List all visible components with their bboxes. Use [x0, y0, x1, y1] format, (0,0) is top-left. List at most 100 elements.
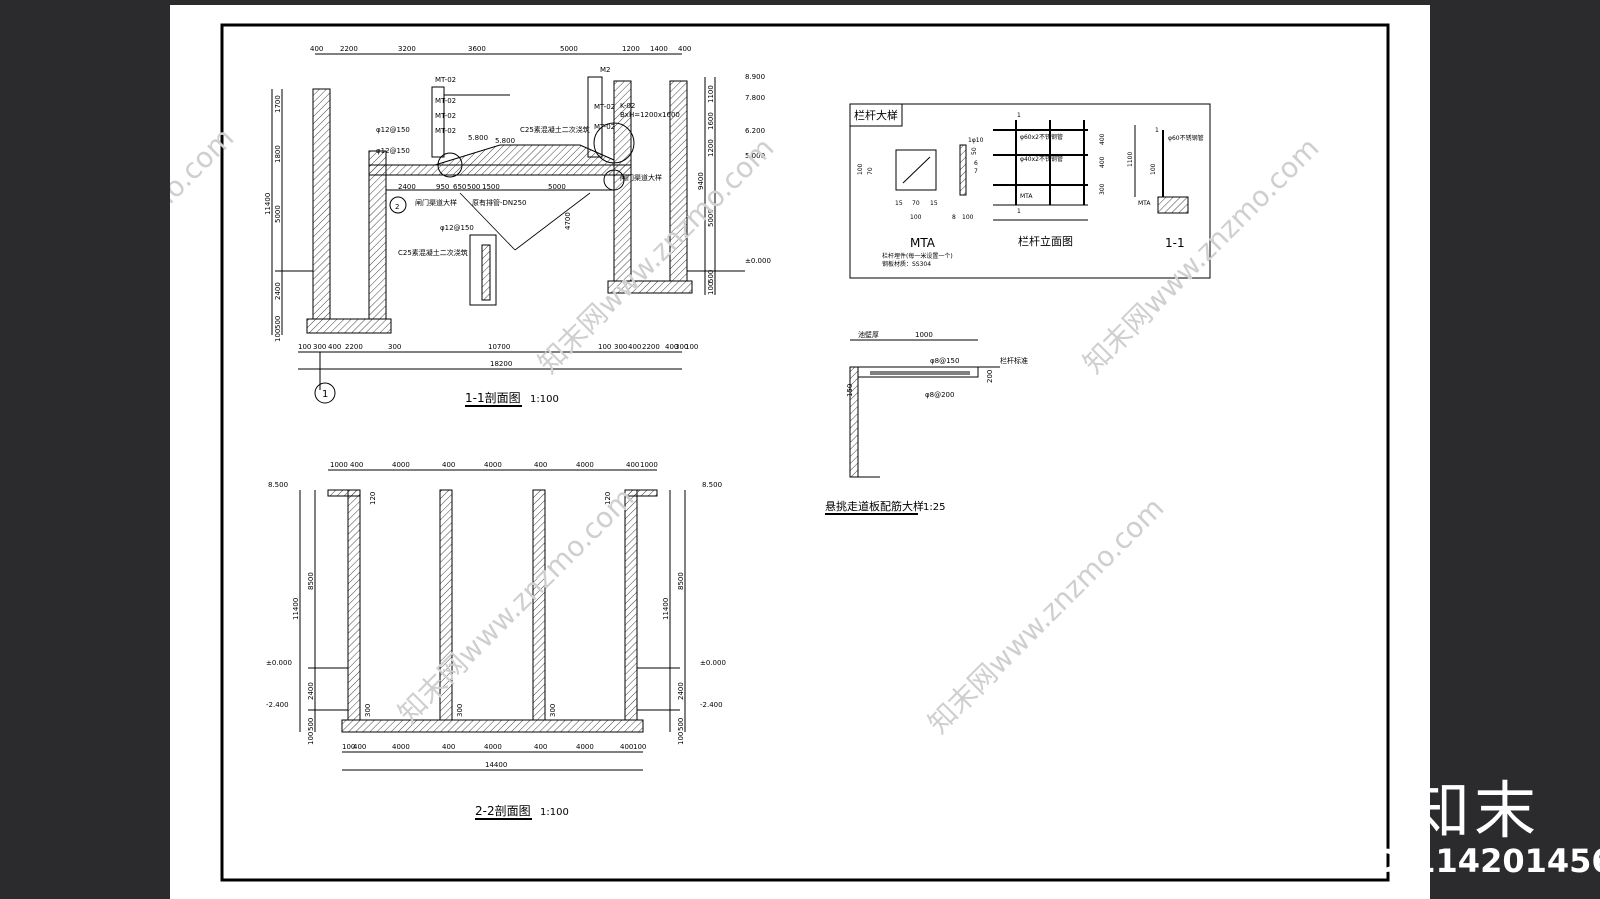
s11-left-vdim: 2400: [274, 282, 282, 300]
s22-note: 120: [369, 492, 377, 505]
s11-bottom-dim: 2200: [642, 343, 660, 351]
s22-note: 300: [364, 704, 372, 717]
railing-elev-note: MTA: [1138, 200, 1151, 207]
s22-elevation: 8.500: [702, 481, 722, 489]
railing-sec-label: 1-1: [1165, 236, 1185, 250]
s11-right-vdim: 1600: [707, 112, 715, 130]
left-base: [306, 318, 392, 334]
s11-note: MT-02: [435, 127, 456, 135]
s11-note: BxH=1200x1600: [620, 111, 680, 119]
s22-top-dim: 1000: [330, 461, 348, 469]
s11-inner-dim: 4700: [564, 212, 572, 230]
s22-bottom-dim: 400: [353, 743, 366, 751]
s22-top-dim: 4000: [576, 461, 594, 469]
s11-bottom-dim: 300: [675, 343, 688, 351]
watermark-brand: 知末: [1408, 774, 1541, 847]
s11-note: φ12@150: [376, 126, 410, 134]
s11-note: K-02: [620, 102, 635, 110]
cantilever-note: φ8@150: [930, 357, 959, 365]
s11-bottom-dim: 400: [665, 343, 678, 351]
s11-note: 5.800: [495, 137, 515, 145]
s22-top-dim: 400: [626, 461, 639, 469]
cantilever-dim: 1000: [915, 331, 933, 339]
s11-note: φ12@150: [440, 224, 474, 232]
railing-mta-note: 钢板材质：SS304: [882, 260, 931, 268]
s22-total-dim: 14400: [485, 761, 507, 769]
cantilever-title: 悬挑走道板配筋大样: [825, 499, 924, 513]
railing-dim: 15: [895, 200, 903, 207]
s22-bottom-dim: 400: [620, 743, 633, 751]
s11-note: 闸门渠道大样: [620, 173, 662, 182]
s11-top-dim: 1400: [650, 45, 668, 53]
s22-left-vdim: 100: [307, 732, 315, 745]
base-slab: [341, 719, 644, 733]
cantilever-note: 池壁厚: [858, 330, 879, 339]
s11-right-vdim: 1200: [707, 139, 715, 157]
s11-right-vdim: 1100: [707, 85, 715, 103]
wall-4: [624, 489, 638, 721]
s22-right-vdim: 8500: [677, 572, 685, 590]
s22-bottom-dim: 100: [342, 743, 355, 751]
s22-bottom-dim: 4000: [484, 743, 502, 751]
section-2-2: [299, 469, 686, 771]
s11-elevation: 6.200: [745, 127, 765, 135]
concrete-fill: [434, 144, 615, 166]
s11-bottom-dim: 300: [313, 343, 326, 351]
left-inner-wall: [368, 150, 387, 320]
railing-elev-note: φ60不锈钢管: [1168, 134, 1204, 142]
s22-bottom-dim: 100: [633, 743, 646, 751]
railing-box-title: 栏杆大样: [854, 108, 898, 122]
drawing-sheet: 400 2200 3200 3600 5000 1200 1400 400 10…: [170, 5, 1430, 899]
s22-top-dim: 400: [350, 461, 363, 469]
railing-elev-label: 栏杆立面图: [1018, 234, 1073, 248]
s11-inner-dim: 950: [436, 183, 449, 191]
s22-elevation: 8.500: [268, 481, 288, 489]
wall-1: [347, 489, 361, 721]
s11-top-dim: 400: [678, 45, 691, 53]
s22-note: 300: [456, 704, 464, 717]
s22-left-vdim: 500: [307, 718, 315, 731]
s11-note: C25素混凝土二次浇筑: [520, 125, 590, 134]
s22-elevation: -2.400: [266, 701, 289, 709]
s11-elevation: 8.900: [745, 73, 765, 81]
sheet-border: [220, 23, 1390, 882]
s11-scale: 1:100: [530, 394, 559, 405]
s11-elevation: ±0.000: [745, 257, 771, 265]
s11-right-vdim: 9400: [697, 172, 705, 190]
s11-bottom-dim: 100: [685, 343, 698, 351]
s11-note: MT-02: [435, 97, 456, 105]
s22-left-vdim: 11400: [292, 598, 300, 620]
railing-mta-label: MTA: [910, 236, 936, 250]
railing-dim: 1: [1017, 112, 1021, 119]
s22-top-dim: 4000: [484, 461, 502, 469]
s11-inner-dim: 2400: [398, 183, 416, 191]
s11-inner-dim: 650: [453, 183, 466, 191]
railing-dim: 6: [974, 160, 978, 167]
s22-right-vdim: 100: [677, 732, 685, 745]
railing-elev-note: MTA: [1020, 193, 1033, 200]
railing-dim: 15: [930, 200, 938, 207]
s11-inner-dim: 5000: [548, 183, 566, 191]
railing-detail-box: [849, 103, 1211, 279]
s11-top-dim: 3600: [468, 45, 486, 53]
s11-bottom-dim: 100: [298, 343, 311, 351]
railing-dim: 400: [1099, 133, 1106, 145]
s22-left-vdim: 8500: [307, 572, 315, 590]
s11-top-dim: 1200: [622, 45, 640, 53]
railing-dim: 1: [890, 114, 894, 121]
railing-dim: 70: [867, 167, 874, 175]
s11-title: 1-1剖面图: [465, 391, 521, 405]
cantilever-dim: 150: [846, 384, 854, 397]
s11-axis-label: 1: [322, 389, 328, 400]
watermark-id: ID:1142014561: [1362, 842, 1600, 880]
s11-bottom-dim: 10700: [488, 343, 510, 351]
railing-dim: 300: [1099, 183, 1106, 195]
cad-drawing: 400 2200 3200 3600 5000 1200 1400 400 10…: [170, 23, 1390, 882]
s22-note: 120: [604, 492, 612, 505]
s11-note: 闸门渠道大样: [415, 198, 457, 207]
s11-note: C25素混凝土二次浇筑: [398, 248, 468, 257]
left-wall: [312, 88, 331, 320]
railing-dim: 7: [974, 168, 978, 175]
watermark-diag: 知末网www.znzmo.com: [392, 481, 641, 730]
right-base: [607, 280, 693, 294]
